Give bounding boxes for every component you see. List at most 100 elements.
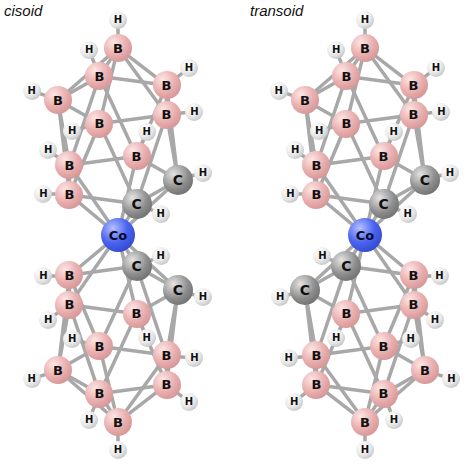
boron-atom: B	[332, 110, 360, 138]
boron-atom: B	[153, 371, 181, 399]
boron-atom: B	[85, 332, 113, 360]
atom-symbol: C	[131, 259, 141, 273]
boron-atom: B	[44, 356, 72, 384]
bond-line	[316, 107, 335, 118]
hydrogen-atom: H	[152, 247, 170, 265]
bond-line	[329, 348, 370, 354]
atom-symbol: B	[162, 108, 172, 121]
bond-line	[82, 268, 122, 274]
carbon-atom: C	[331, 251, 361, 281]
carbon-atom: C	[290, 275, 320, 305]
bond-line	[149, 273, 166, 283]
atom-symbol: B	[113, 42, 123, 55]
boron-atom: B	[55, 151, 83, 179]
atom-symbol: C	[173, 173, 183, 187]
boron-atom: B	[370, 332, 398, 360]
hydrogen-atom: H	[271, 288, 289, 306]
boron-atom: B	[302, 151, 330, 179]
hydrogen-atom: H	[385, 411, 403, 429]
carbon-atom: C	[163, 165, 193, 195]
atom-symbol: H	[190, 107, 198, 117]
hydrogen-atom: H	[310, 122, 328, 140]
boron-atom: B	[332, 62, 360, 90]
hydrogen-atom: H	[327, 329, 345, 347]
atom-symbol: C	[378, 197, 388, 211]
atom-symbol: B	[311, 378, 321, 391]
bond-line	[112, 386, 153, 392]
boron-atom: B	[153, 101, 181, 129]
atom-symbol: H	[361, 15, 369, 25]
bond-line	[395, 353, 414, 364]
hydrogen-atom: H	[109, 441, 127, 459]
atom-symbol: B	[64, 188, 74, 201]
bond-line	[128, 56, 156, 78]
atom-symbol: B	[162, 378, 172, 391]
atom-symbol: B	[53, 94, 63, 107]
boron-atom: B	[44, 86, 72, 114]
atom-symbol: B	[94, 70, 104, 83]
atom-symbol: B	[94, 387, 104, 400]
hydrogen-atom: H	[39, 311, 57, 329]
atom-symbol: H	[199, 292, 207, 302]
bond-line	[69, 107, 88, 118]
atom-symbol: H	[185, 397, 193, 407]
isomer-label: transoid	[250, 2, 303, 19]
atom-symbol: C	[173, 283, 183, 297]
atom-symbol: B	[379, 387, 389, 400]
atom-symbol: B	[420, 364, 430, 377]
atom-symbol: B	[311, 188, 321, 201]
bond-line	[360, 268, 400, 274]
carbon-atom: C	[410, 165, 440, 195]
hydrogen-atom: H	[152, 205, 170, 223]
atom-symbol: B	[409, 298, 419, 311]
hydrogen-atom: H	[39, 141, 57, 159]
hydrogen-atom: H	[356, 11, 374, 29]
boron-atom: B	[302, 341, 330, 369]
atom-symbol: B	[113, 416, 123, 429]
atom-symbol: B	[162, 349, 172, 362]
boron-atom: B	[351, 34, 379, 62]
atom-symbol: C	[341, 259, 351, 273]
boron-atom: B	[291, 86, 319, 114]
isomer-label: cisoid	[4, 2, 42, 19]
atom-symbol: B	[360, 416, 370, 429]
atom-symbol: B	[64, 269, 74, 282]
boron-atom: B	[55, 291, 83, 319]
atom-symbol: B	[341, 70, 351, 83]
atom-symbol: H	[403, 209, 411, 219]
boron-atom: B	[123, 142, 151, 170]
carbon-atom: C	[163, 275, 193, 305]
boron-atom: B	[351, 408, 379, 436]
hydrogen-atom: H	[23, 370, 41, 388]
atom-symbol: H	[390, 415, 398, 425]
hydrogen-atom: H	[185, 349, 203, 367]
hydrogen-atom: H	[285, 393, 303, 411]
atom-symbol: H	[27, 374, 35, 384]
atom-symbol: H	[44, 315, 52, 325]
atom-symbol: B	[132, 150, 142, 163]
bond-line	[359, 116, 400, 122]
atom-symbol: Co	[109, 229, 127, 242]
atom-symbol: B	[64, 298, 74, 311]
boron-atom: B	[104, 408, 132, 436]
boron-atom: B	[55, 261, 83, 289]
hydrogen-atom: H	[180, 393, 198, 411]
bond-line	[69, 353, 88, 364]
hydrogen-atom: H	[138, 329, 156, 347]
atom-symbol: C	[420, 173, 430, 187]
atom-symbol: H	[284, 353, 292, 363]
atom-symbol: C	[131, 197, 141, 211]
hydrogen-atom: H	[80, 411, 98, 429]
atom-symbol: B	[341, 117, 351, 130]
hydrogen-atom: H	[23, 82, 41, 100]
hydrogen-atom: H	[34, 185, 52, 203]
boron-atom: B	[153, 71, 181, 99]
bond-line	[317, 273, 334, 283]
atom-symbol: H	[143, 333, 151, 343]
hydrogen-atom: H	[286, 141, 304, 159]
atom-symbol: H	[291, 145, 299, 155]
atom-symbol: H	[447, 374, 455, 384]
atom-symbol: H	[437, 107, 445, 117]
